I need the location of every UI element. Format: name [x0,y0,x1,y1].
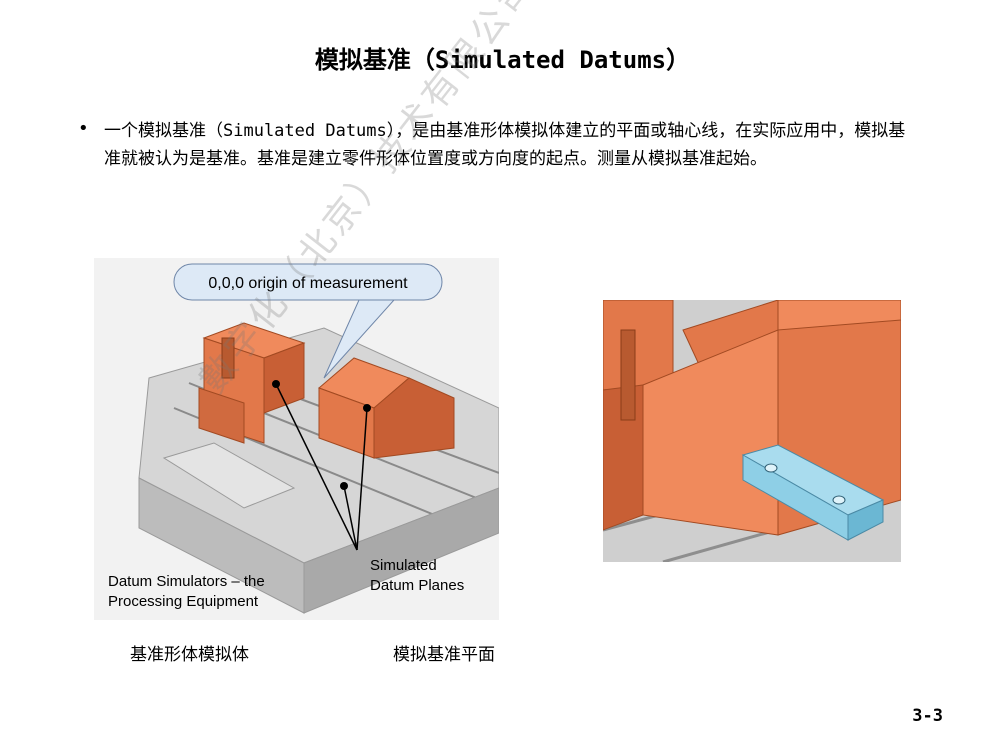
simulators-label-line1: Datum Simulators – the [108,573,265,590]
planes-label-line1: Simulated [370,557,437,574]
simulators-label-line2: Processing Equipment [108,593,259,610]
callout-label: 0,0,0 origin of measurement [208,275,408,292]
bullet-text: 一个模拟基准（Simulated Datums），是由基准形体模拟体建立的平面或… [104,121,906,169]
caption-right: 模拟基准平面 [393,645,495,665]
slide-title: 模拟基准（Simulated Datums） [314,46,691,74]
caption-left: 基准形体模拟体 [130,645,249,665]
bullet-marker: • [78,118,89,139]
datum-simulator-figure: 0,0,0 origin of measurement Datum Simula… [94,258,499,620]
planes-label-line2: Datum Planes [370,577,464,594]
page-number: 3-3 [912,706,943,726]
datum-plane-closeup-figure [603,300,901,562]
